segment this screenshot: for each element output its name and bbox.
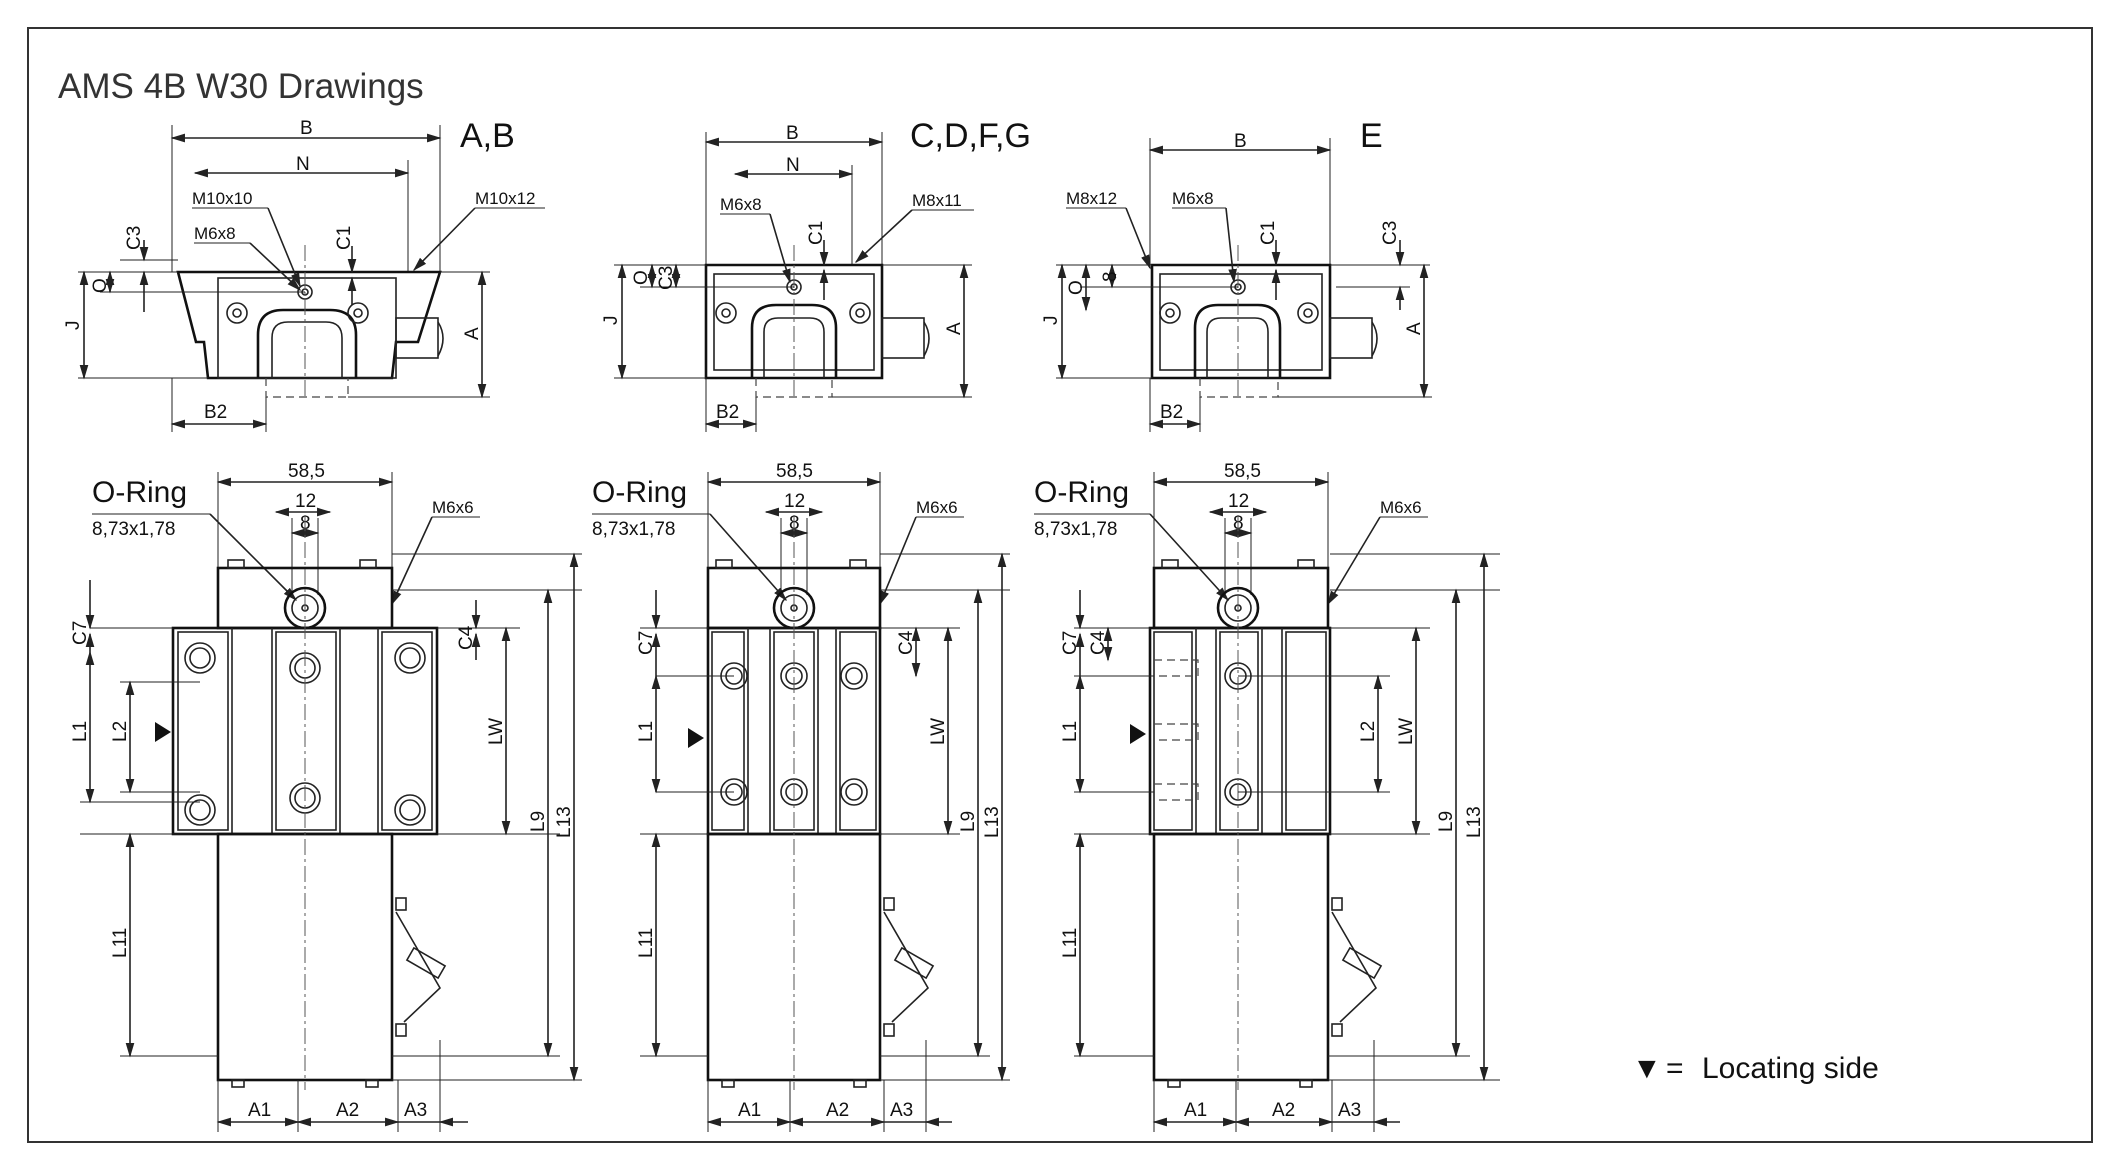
- dim-a2-e: A2: [1272, 1100, 1295, 1121]
- dim-a1-e: A1: [1184, 1100, 1207, 1121]
- plan-view-ab: O-Ring 8,73x1,78 58,5 12 8 M6x6: [70, 461, 582, 1132]
- dim-lw-ab: LW: [486, 718, 507, 745]
- dim-c7-ab: C7: [70, 621, 91, 645]
- dim-l13-e: L13: [1464, 806, 1485, 838]
- dim-12-e: 12: [1228, 491, 1249, 512]
- dim-a2-cdfg: A2: [826, 1100, 849, 1121]
- dim-12-cdfg: 12: [784, 491, 805, 512]
- dim-o-cdfg: O: [631, 270, 652, 285]
- oring-spec-ab: 8,73x1,78: [92, 519, 175, 540]
- oring-label-cdfg: O-Ring: [592, 476, 687, 509]
- dim-a-cdfg: A: [944, 322, 965, 335]
- dim-a-e: A: [1404, 322, 1425, 335]
- dim-a-ab: A: [462, 327, 483, 340]
- dim-c3-e: C3: [1380, 221, 1401, 245]
- dim-l9-cdfg: L9: [958, 811, 979, 832]
- dim-b-e: B: [1234, 131, 1247, 152]
- dim-l1-e: L1: [1060, 721, 1081, 742]
- dim-c1-e: C1: [1258, 221, 1279, 245]
- front-view-cdfg: C,D,F,G B N M6x8 M8x11 C1 C3 O J: [601, 117, 1031, 432]
- dim-o-e: O: [1066, 280, 1087, 295]
- dim-b2-cdfg: B2: [716, 402, 739, 423]
- dim-l11-ab: L11: [110, 928, 131, 958]
- dim-a2-ab: A2: [336, 1100, 359, 1121]
- variant-label-e: E: [1360, 117, 1383, 155]
- dim-n-cdfg: N: [786, 155, 800, 176]
- variant-label-ab: A,B: [460, 117, 515, 155]
- legend-equals: =: [1666, 1052, 1684, 1085]
- dim-c4-cdfg: C4: [896, 630, 917, 655]
- dim-c7-e: C7: [1060, 631, 1081, 655]
- dim-j-e: J: [1041, 316, 1062, 326]
- oring-spec-cdfg: 8,73x1,78: [592, 519, 675, 540]
- dim-c1-cdfg: C1: [806, 221, 827, 245]
- callout-m8x11: M8x11: [912, 191, 962, 210]
- dim-a3-ab: A3: [404, 1100, 427, 1121]
- port-m6x6-cdfg: M6x6: [916, 498, 958, 517]
- dim-l9-ab: L9: [528, 811, 549, 832]
- dim-b-cdfg: B: [786, 123, 799, 144]
- front-view-ab: A,B B N M10x10 M6x8 M10x12 C1: [63, 117, 545, 432]
- plan-view-e: O-Ring 8,73x1,78 58,5 12 8 M6x6: [1034, 461, 1500, 1132]
- dim-width-e: 58,5: [1224, 461, 1261, 482]
- sheet-border: [27, 27, 2093, 1143]
- legend: ▼ = Locating side: [1632, 1052, 1879, 1085]
- callout-m10x12: M10x12: [475, 189, 535, 208]
- dim-l2-e: L2: [1358, 721, 1379, 742]
- dim-b2-ab: B2: [204, 402, 227, 423]
- dim-l2-ab: L2: [110, 721, 131, 742]
- dim-l11-cdfg: L11: [636, 928, 657, 958]
- dim-l13-ab: L13: [554, 806, 575, 838]
- dim-o-ab: O: [90, 278, 111, 293]
- page-title: AMS 4B W30 Drawings: [58, 67, 424, 106]
- callout-m8x12: M8x12: [1066, 189, 1117, 208]
- variant-label-cdfg: C,D,F,G: [910, 117, 1031, 155]
- dim-j-cdfg: J: [601, 316, 622, 326]
- oring-spec-e: 8,73x1,78: [1034, 519, 1117, 540]
- oring-label-e: O-Ring: [1034, 476, 1129, 509]
- dim-c3-ab: C3: [124, 226, 145, 250]
- dim-l1-ab: L1: [70, 721, 91, 742]
- dim-c7-cdfg: C7: [636, 631, 657, 655]
- dim-12-ab: 12: [295, 491, 316, 512]
- callout-m6x8-ab: M6x8: [194, 224, 236, 243]
- dim-n-ab: N: [296, 154, 310, 175]
- dim-j-ab: J: [63, 321, 84, 331]
- plan-view-cdfg: O-Ring 8,73x1,78 58,5 12 8 M6x6: [592, 461, 1010, 1132]
- legend-text: Locating side: [1702, 1052, 1879, 1085]
- dim-l1-cdfg: L1: [636, 721, 657, 742]
- dim-l13-cdfg: L13: [982, 806, 1003, 838]
- dim-a1-cdfg: A1: [738, 1100, 761, 1121]
- dim-a1-ab: A1: [248, 1100, 271, 1121]
- front-view-e: E B M8x12 M6x8 C1 C3 O 8 J: [1041, 117, 1432, 432]
- dim-b2-e: B2: [1160, 402, 1183, 423]
- dim-c4-ab: C4: [456, 625, 477, 650]
- dim-lw-cdfg: LW: [928, 718, 949, 745]
- dim-b-ab: B: [300, 118, 313, 139]
- locating-side-marker-e: [1130, 724, 1146, 744]
- callout-m6x8-cdfg: M6x8: [720, 195, 762, 214]
- dim-l11-e: L11: [1060, 928, 1081, 958]
- dim-c4-e: C4: [1088, 630, 1109, 655]
- dim-a3-cdfg: A3: [890, 1100, 913, 1121]
- port-m6x6-e: M6x6: [1380, 498, 1422, 517]
- dim-l9-e: L9: [1436, 811, 1457, 832]
- legend-symbol: ▼: [1632, 1052, 1662, 1085]
- dim-c1-ab: C1: [334, 226, 355, 250]
- dim-lw-e: LW: [1396, 718, 1417, 745]
- dim-width-cdfg: 58,5: [776, 461, 813, 482]
- dim-a3-e: A3: [1338, 1100, 1361, 1121]
- port-m6x6-ab: M6x6: [432, 498, 474, 517]
- locating-side-marker-cdfg: [688, 728, 704, 748]
- callout-m10x10: M10x10: [192, 189, 252, 208]
- dim-8-e: 8: [1100, 271, 1121, 282]
- callout-m6x8-e: M6x8: [1172, 189, 1214, 208]
- locating-side-marker-ab: [155, 722, 171, 742]
- dim-width-ab: 58,5: [288, 461, 325, 482]
- dim-c3-cdfg: C3: [656, 266, 677, 290]
- oring-label-ab: O-Ring: [92, 476, 187, 509]
